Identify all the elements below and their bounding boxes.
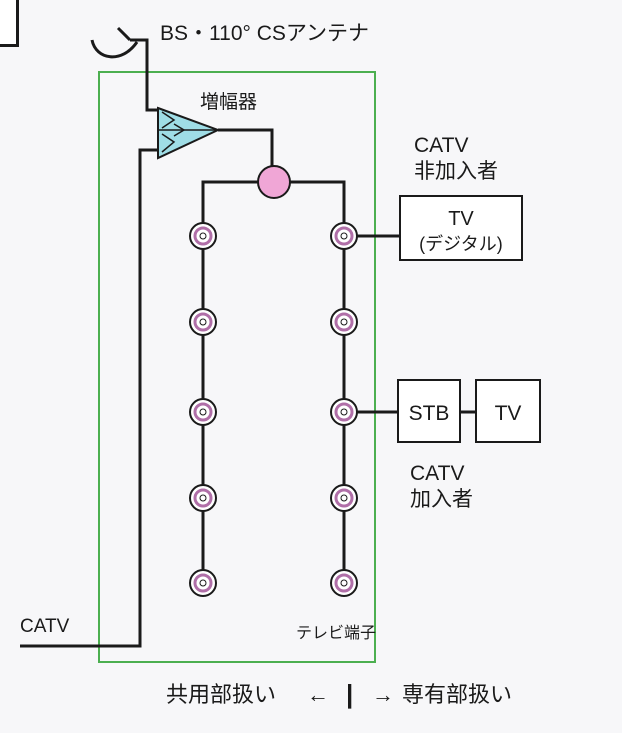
- private-area-label: 専有部扱い: [402, 682, 512, 707]
- catv-non-subscriber-label-1: CATV: [414, 134, 468, 157]
- right-arrow: →: [372, 682, 394, 707]
- tv-box: [475, 379, 541, 443]
- shared-area-boundary: [98, 71, 376, 663]
- antenna-label: BS・110° CSアンテナ: [160, 22, 369, 45]
- left-arrow: ←: [307, 682, 329, 707]
- stb-label: STB: [409, 402, 450, 425]
- antenna-cable: [130, 38, 160, 112]
- tv-outlet-icon: [189, 569, 217, 597]
- area-divider: |: [346, 679, 353, 709]
- stb-box: [397, 379, 461, 443]
- tv-outlet-icon: [189, 308, 217, 336]
- catv-subscriber-label-1: CATV: [410, 462, 464, 485]
- left-branch-cable: [201, 180, 258, 236]
- tv-outlet-icon: [330, 308, 358, 336]
- tv-outlet-icon: [189, 484, 217, 512]
- tv-outlet-icon: [330, 484, 358, 512]
- tv-outlet-icon: [330, 398, 358, 426]
- digital-tv-label-1: TV: [448, 208, 474, 230]
- catv-subscriber-label-2: 加入者: [410, 488, 473, 511]
- tv-outlet-icon: [330, 569, 358, 597]
- antenna-dish-icon: [90, 39, 139, 59]
- shared-area-label: 共用部扱い: [166, 682, 276, 707]
- digital-tv-box: [399, 195, 523, 261]
- digital-tv-label-2: (デジタル): [419, 234, 503, 254]
- catv-cable: [20, 148, 160, 648]
- corner-bracket: [0, 0, 19, 47]
- splitter-icon: [257, 165, 291, 199]
- tv-label: TV: [495, 402, 522, 425]
- tv-outlet-icon: [189, 222, 217, 250]
- amplifier-label: 増幅器: [200, 91, 257, 113]
- catv-input-label: CATV: [20, 616, 70, 637]
- right-branch-cable: [290, 180, 346, 236]
- tv-outlet-icon: [330, 222, 358, 250]
- amplifier-output-cable: [218, 128, 274, 172]
- outlet-column-right: [330, 222, 358, 597]
- tv-outlet-icon: [189, 398, 217, 426]
- amplifier-icon: [157, 106, 221, 160]
- catv-non-subscriber-label-2: 非加入者: [414, 160, 498, 183]
- outlet-column-left: [189, 222, 217, 597]
- antenna-feed-icon: [116, 26, 132, 42]
- tv-outlet-label: テレビ端子: [296, 624, 376, 642]
